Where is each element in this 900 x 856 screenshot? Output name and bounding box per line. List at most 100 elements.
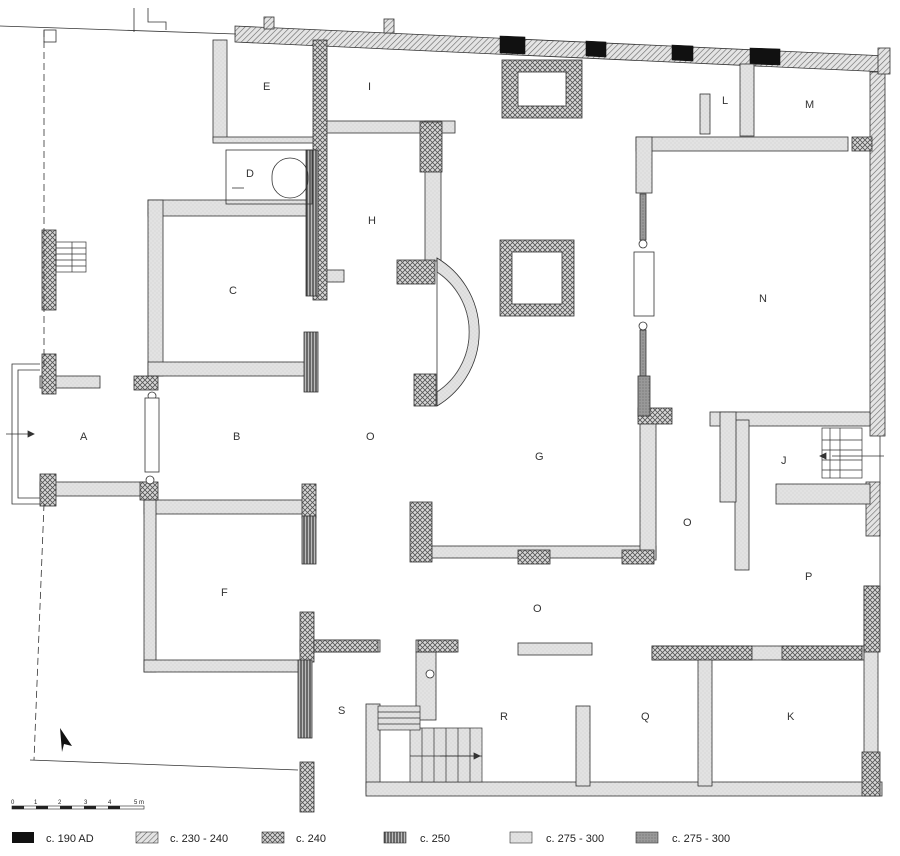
room-a-west-pier-upper <box>41 353 57 395</box>
walls-solid-black <box>499 35 781 66</box>
room-o-center-block <box>517 642 593 656</box>
walls-vertical-lines <box>297 149 319 739</box>
legend-label: c. 190 AD <box>46 833 94 845</box>
black-block-1 <box>499 35 526 55</box>
room-j-south-wall <box>775 483 871 505</box>
columns <box>144 239 655 679</box>
legend-swatch <box>12 832 34 843</box>
stair-j <box>821 427 863 479</box>
room-e-west-wall <box>212 39 228 141</box>
walls-crosshatch <box>39 39 881 813</box>
room-a-frame <box>11 363 40 505</box>
room-h-pier-upper <box>419 121 443 173</box>
room-k-north-seg <box>781 645 863 661</box>
room-label-d: D <box>246 168 254 180</box>
legend-swatch <box>635 831 659 844</box>
room-f-north-wall <box>143 499 309 515</box>
room-g-south-seg-2 <box>621 549 655 565</box>
room-c-east-pier <box>303 331 319 393</box>
legend-swatch <box>135 831 159 844</box>
room-q-k-divider <box>697 655 713 787</box>
basin-icon <box>271 157 309 199</box>
room-i-south-wall <box>324 120 426 134</box>
column-base-icon <box>425 669 435 679</box>
room-labels: A B C D E F G H I J K L M N O O O P Q R … <box>80 81 814 723</box>
walls-diagonal <box>234 16 891 537</box>
room-c-west-wall <box>147 199 164 377</box>
north-wall-stub-2 <box>383 18 395 34</box>
room-label-i: I <box>368 81 371 93</box>
scale-tick-label: 3 <box>84 800 88 806</box>
room-f-east-pier-upper <box>301 483 317 519</box>
room-label-f: F <box>221 587 228 599</box>
legend-swatch <box>261 831 285 844</box>
north-apse-opening <box>517 71 567 107</box>
stair-r <box>409 727 483 783</box>
room-label-c: C <box>229 285 237 297</box>
room-label-a: A <box>80 431 88 443</box>
east-wall-corner <box>877 47 891 75</box>
legend-item: c. 230 - 240 <box>135 831 228 845</box>
stair-s <box>377 705 421 731</box>
room-s-west-wall <box>297 659 313 739</box>
room-b-column-base-lower <box>139 481 159 501</box>
legend-item: c. 190 AD <box>12 832 94 845</box>
room-label-n: N <box>759 293 767 305</box>
room-label-m: M <box>805 99 814 111</box>
room-h-pier-middle <box>396 259 436 285</box>
legend-label: c. 275 - 300 <box>546 833 604 845</box>
black-block-4 <box>749 47 781 66</box>
room-l-wall <box>699 93 711 135</box>
room-label-o: O <box>366 431 375 443</box>
room-label-k: K <box>787 711 795 723</box>
room-g-square-opening <box>511 251 563 305</box>
east-wall-upper <box>869 71 886 437</box>
room-label-h: H <box>368 215 376 227</box>
legend-item: c. 240 <box>261 831 326 845</box>
north-arrow-icon <box>60 728 72 752</box>
apse-semicircle <box>436 257 480 407</box>
legend-label: c. 250 <box>420 833 450 845</box>
black-block-3 <box>671 44 694 62</box>
room-g-south-seg <box>517 549 551 565</box>
room-s-southwest-pier <box>299 761 315 813</box>
room-j-west-wall <box>734 419 750 571</box>
stairs <box>55 241 863 783</box>
room-s-northwest-pier <box>299 611 315 663</box>
arrow-icon <box>27 430 35 438</box>
scale-tick-label: 1 <box>34 800 38 806</box>
stair-west <box>55 241 87 273</box>
room-p-east-pier <box>863 585 881 653</box>
room-f-east-pier-lower <box>301 515 317 565</box>
room-b-threshold <box>144 397 160 473</box>
room-label-r: R <box>500 711 508 723</box>
column-base-icon <box>638 239 648 249</box>
room-f-south-wall <box>143 659 305 673</box>
black-block-2 <box>585 40 607 58</box>
scale-tick-label: 5 m <box>134 800 144 806</box>
legend-swatch <box>383 831 407 844</box>
room-n-colonnade-lower <box>639 329 647 377</box>
room-n-colonnade-upper <box>639 193 647 241</box>
column-base-icon <box>638 321 648 331</box>
room-q-north-seg <box>651 645 753 661</box>
room-e-south-wall <box>212 136 324 144</box>
room-r-q-divider <box>575 705 591 787</box>
room-n-threshold <box>633 251 655 317</box>
scale-tick-label: 2 <box>58 800 62 806</box>
room-d-fixtures <box>225 149 313 205</box>
room-label-s: S <box>338 705 345 717</box>
room-n-south-wall <box>709 411 871 427</box>
entrance-arrows <box>6 430 884 760</box>
south-wall <box>365 781 883 797</box>
room-b-column-base <box>133 375 159 391</box>
scale-tick-label: 4 <box>108 800 112 806</box>
column-base-icon <box>145 475 155 485</box>
room-j-inner-wall <box>719 411 737 503</box>
room-g-east-wall <box>639 419 657 561</box>
scale-bar: 0 1 2 3 4 5 m <box>11 800 145 810</box>
room-d-outline <box>225 149 313 205</box>
walls-dark <box>637 193 651 417</box>
